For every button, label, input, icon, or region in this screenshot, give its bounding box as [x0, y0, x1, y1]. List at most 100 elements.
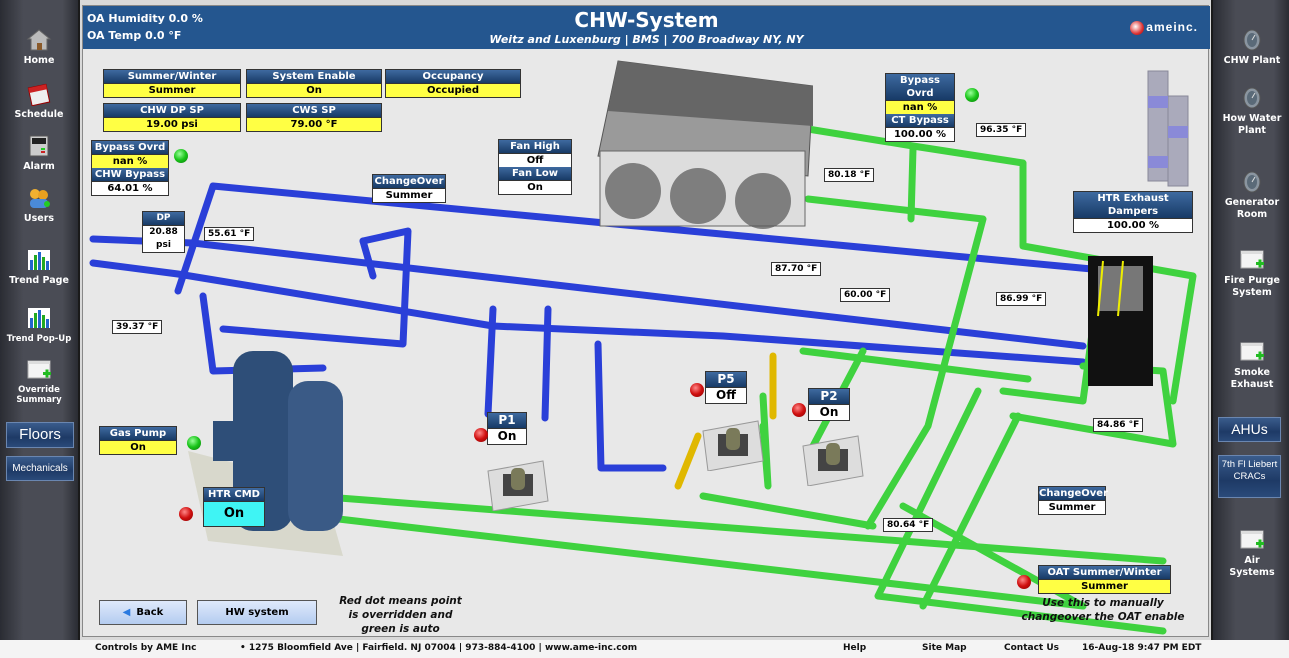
nav-alarm[interactable]: Alarm	[0, 134, 78, 173]
logo-ring-icon	[1130, 20, 1145, 35]
system-enable-value: On	[247, 84, 381, 97]
nav-trend-popup-label: Trend Pop-Up	[6, 334, 72, 344]
override-status-dot[interactable]	[474, 428, 488, 442]
nav-home[interactable]: Home	[0, 28, 78, 67]
liebert-cracs-button[interactable]: 7th Fl Liebert CRACs	[1218, 455, 1281, 498]
nav-schedule[interactable]: Schedule	[0, 82, 78, 121]
footer-contact-link[interactable]: Contact Us	[1004, 643, 1060, 653]
nav-smoke-exhaust[interactable]: Smoke Exhaust	[1222, 340, 1282, 391]
footer-site-map-link[interactable]: Site Map	[922, 643, 967, 653]
floors-button[interactable]: Floors	[6, 422, 74, 448]
fan-low-label: Fan Low	[499, 167, 571, 181]
temp-sensor-ct-bypass: 96.35 °F	[976, 123, 1027, 137]
heat-exchanger	[1068, 256, 1168, 396]
boiler-icon	[188, 351, 343, 556]
temp-sensor-chw-return: 39.37 °F	[112, 320, 163, 334]
chw-dp-sp-label: CHW DP SP	[104, 104, 240, 118]
pump-icon	[702, 420, 764, 472]
footer-datetime: 16-Aug-18 9:47 PM EDT	[1082, 643, 1202, 653]
cws-sp-value: 79.00 °F	[247, 118, 381, 131]
damper-icon	[1147, 70, 1189, 187]
htr-cmd-label: HTR CMD	[204, 488, 264, 502]
nav-air-systems[interactable]: Air Systems	[1222, 528, 1282, 579]
temp-sensor-chw-supply: 55.61 °F	[204, 227, 255, 241]
nav-chw-plant[interactable]: CHW Plant	[1213, 28, 1289, 67]
override-status-dot[interactable]	[792, 403, 806, 417]
hw-system-button[interactable]: HW system	[197, 600, 317, 625]
page-subtitle: Weitz and Luxenburg | BMS | 700 Broadway…	[489, 33, 804, 46]
nav-override-summary[interactable]: Override Summary	[0, 358, 78, 405]
back-button[interactable]: ◀Back	[99, 600, 187, 625]
pump-p2	[798, 431, 868, 487]
override-status-dot[interactable]	[179, 507, 193, 521]
override-status-dot[interactable]	[690, 383, 704, 397]
chw-bypass-value: 64.01 %	[107, 183, 153, 194]
auto-status-dot[interactable]	[965, 88, 979, 102]
chw-changeover-label: ChangeOver	[373, 175, 445, 189]
header: OA Humidity 0.0 % OA Temp 0.0 °F CHW-Sys…	[83, 6, 1210, 49]
ahus-button[interactable]: AHUs	[1218, 417, 1281, 442]
pump-p5-label: P5	[706, 372, 746, 388]
footer: Controls by AME Inc • 1275 Bloomfield Av…	[0, 640, 1289, 658]
pump-p5-value: Off	[716, 388, 736, 402]
window-plus-icon	[1240, 342, 1264, 361]
ct-bypass-label: CT Bypass	[886, 114, 954, 128]
auto-status-dot[interactable]	[174, 149, 188, 163]
oat-summer-winter-label: OAT Summer/Winter	[1039, 566, 1170, 580]
auto-status-dot[interactable]	[187, 436, 201, 450]
cooling-tower-icon	[597, 60, 814, 229]
right-nav: CHW Plant How Water Plant Generator Room…	[1211, 0, 1289, 640]
summer-winter-value: Summer	[104, 84, 240, 97]
nav-smoke-exhaust-label: Smoke Exhaust	[1230, 367, 1274, 390]
chw-bypass-ovrd-value: nan %	[92, 155, 168, 168]
nav-generator-room[interactable]: Generator Room	[1217, 170, 1287, 221]
gauge-icon	[1243, 29, 1261, 51]
gas-pump-label: Gas Pump	[100, 427, 176, 441]
hw-pipes	[674, 352, 777, 490]
gas-pump-value: On	[100, 441, 176, 454]
gauge-icon	[1243, 171, 1261, 193]
temp-sensor-hx-cw-out: 84.86 °F	[1093, 418, 1144, 432]
ame-logo: ameinc.	[1130, 20, 1198, 35]
window-plus-icon	[1240, 530, 1264, 549]
temp-sensor-cw-supply: 80.18 °F	[824, 168, 875, 182]
summer-winter-label: Summer/Winter	[104, 70, 240, 84]
nav-chw-plant-label: CHW Plant	[1223, 55, 1281, 66]
nav-users[interactable]: Users	[0, 186, 78, 225]
oa-temp: OA Temp 0.0 °F	[87, 29, 182, 42]
footer-help-link[interactable]: Help	[843, 643, 867, 653]
override-status-dot[interactable]	[1017, 575, 1031, 589]
mechanicals-button[interactable]: Mechanicals	[6, 456, 74, 481]
nav-hot-water-plant[interactable]: How Water Plant	[1217, 86, 1287, 137]
nav-trend-page-label: Trend Page	[9, 275, 69, 286]
nav-trend-popup[interactable]: Trend Pop-Up	[0, 306, 78, 345]
temp-sensor-hx-chw-2: 60.00 °F	[840, 288, 891, 302]
cw-changeover-label: ChangeOver	[1039, 487, 1108, 501]
nav-override-summary-label: Override Summary	[16, 385, 62, 405]
window-plus-icon	[1240, 250, 1264, 269]
nav-fire-purge[interactable]: Fire Purge System	[1222, 248, 1282, 299]
pump-icon	[802, 435, 864, 487]
chw-bypass-label: CHW Bypass	[92, 168, 168, 182]
nav-trend-page[interactable]: Trend Page	[0, 248, 78, 287]
temp-sensor-cw-return: 80.64 °F	[883, 518, 934, 532]
pump-p5	[698, 416, 768, 472]
